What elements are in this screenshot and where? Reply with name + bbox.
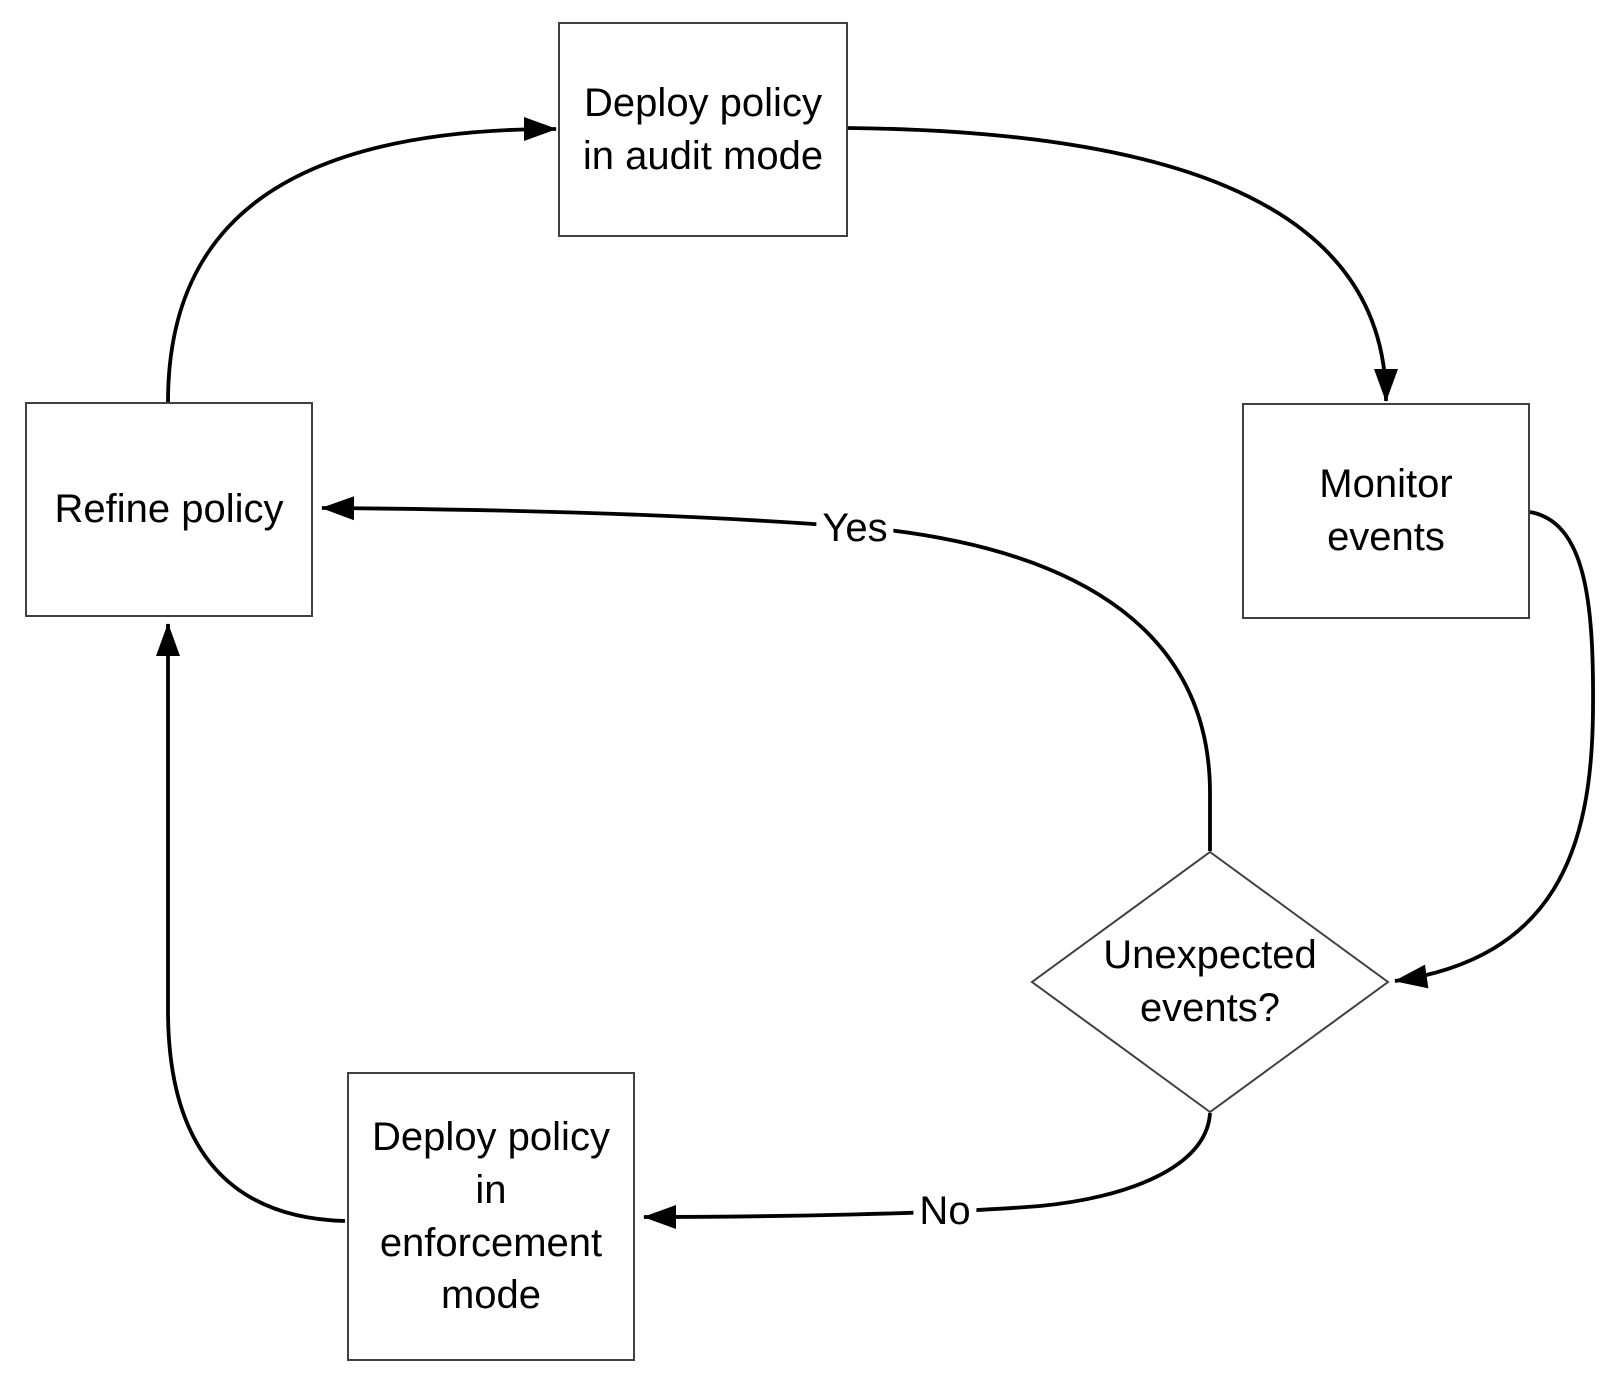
edge-monitor-to-decision xyxy=(1394,510,1595,989)
edge-refine-to-deploy-audit xyxy=(166,117,557,403)
edge-decision-to-deploy-enforce-no xyxy=(643,1112,1212,1229)
edge-decision-to-refine-yes xyxy=(321,496,1212,851)
node-refine-policy: Refine policy xyxy=(25,402,313,617)
node-decision-label: Unexpected events? xyxy=(1103,933,1317,1030)
node-decision: Unexpected events? xyxy=(1060,900,1360,1064)
node-monitor-events-label: Monitor events xyxy=(1319,462,1453,559)
node-decision-shape xyxy=(1030,850,1390,1114)
edge-label-yes: Yes xyxy=(816,504,894,552)
node-deploy-enforce: Deploy policy in enforcement mode xyxy=(347,1072,635,1361)
edge-deploy-audit-to-monitor xyxy=(847,126,1398,402)
edge-deploy-enforce-to-refine xyxy=(156,623,346,1223)
node-deploy-audit-label: Deploy policy in audit mode xyxy=(582,80,824,178)
node-deploy-enforce-label: Deploy policy in enforcement mode xyxy=(372,1114,610,1318)
node-monitor-events: Monitor events xyxy=(1242,403,1530,619)
node-refine-policy-label: Refine policy xyxy=(54,487,284,532)
node-deploy-audit: Deploy policy in audit mode xyxy=(558,22,848,237)
edge-label-no: No xyxy=(913,1187,977,1235)
